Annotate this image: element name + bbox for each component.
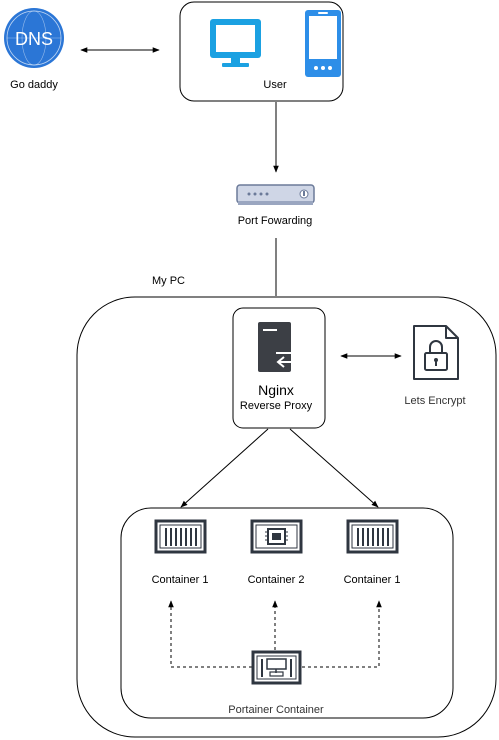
portainer-label: Portainer Container (228, 704, 324, 716)
locked-file-icon (413, 325, 459, 380)
lets-encrypt-label: Lets Encrypt (404, 395, 466, 407)
dns-globe-icon: DNS (4, 8, 64, 68)
container-3-label: Container 1 (343, 574, 401, 586)
server-proxy-icon (258, 322, 302, 372)
user-label: User (263, 79, 287, 91)
portainer-edges (168, 600, 382, 668)
nginx-title: Nginx (258, 382, 294, 398)
nginx-container3-edge (289, 428, 379, 508)
dns-icon-text: DNS (15, 29, 53, 49)
container-icon (154, 519, 207, 554)
nginx-subtitle: Reverse Proxy (239, 400, 313, 412)
container-2-label: Container 2 (247, 574, 305, 586)
chip-container-icon (250, 519, 303, 554)
router-label: Port Fowarding (237, 215, 313, 227)
monitor-icon (210, 19, 261, 67)
router-icon (236, 184, 315, 205)
dns-label: Go daddy (10, 79, 58, 91)
my-pc-label: My PC (152, 275, 185, 287)
nginx-container1-edge (180, 428, 269, 508)
container-1-label: Container 1 (151, 574, 209, 586)
portainer-icon (251, 650, 302, 685)
containers-group-box (120, 507, 454, 719)
mobile-phone-icon (305, 10, 341, 77)
container-icon (346, 519, 399, 554)
